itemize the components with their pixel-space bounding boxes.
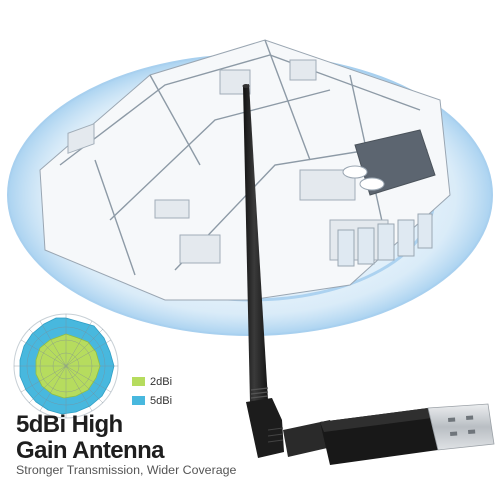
headline-line-2: Gain Antenna (16, 437, 165, 464)
radiation-pattern-diagram-icon (13, 313, 119, 419)
legend-item-5dbi: 5dBi (132, 395, 172, 407)
legend-item-2dbi: 2dBi (132, 376, 172, 388)
legend-label: 2dBi (150, 376, 173, 388)
headline: 5dBi High Gain Antenna (16, 411, 165, 464)
legend-swatch-blue (132, 396, 145, 405)
legend-swatch-green (132, 377, 145, 386)
usb-adapter-icon (320, 403, 495, 465)
headline-line-1: 5dBi High (16, 411, 123, 438)
legend-label: 5dBi (150, 395, 173, 407)
tagline: Stronger Transmission, Wider Coverage (16, 463, 237, 477)
